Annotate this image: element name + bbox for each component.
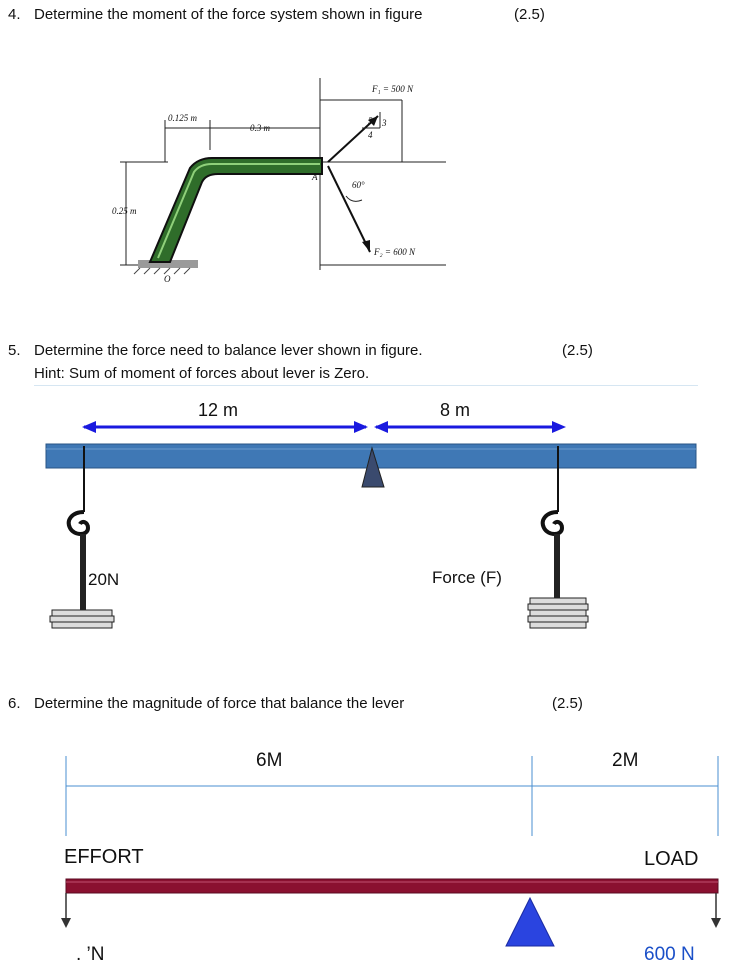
q5-question: Determine the force need to balance leve…: [34, 342, 423, 359]
q5-hint: Hint: Sum of moment of forces about leve…: [34, 365, 370, 382]
q4-f1-label: F₁ = 500 N: [372, 84, 413, 94]
q4-number: 4.: [8, 6, 21, 23]
q4-dim-03: 0.3 m: [250, 123, 270, 133]
q4-marks: (2.5): [514, 6, 545, 23]
q4-dim-025: 0.25 m: [112, 206, 137, 216]
q4-f2-label: F₂ = 600 N: [374, 247, 415, 257]
q4-ratio-5: 5: [368, 116, 373, 126]
q6-load-label: LOAD: [644, 848, 699, 870]
q5-left-distance: 12 m: [198, 400, 239, 420]
q4-ratio-4: 4: [368, 130, 373, 140]
q6-effort-label: EFFORT: [64, 846, 144, 868]
q5-left-weight: 20N: [88, 570, 120, 589]
q6-question: Determine the magnitude of force that ba…: [34, 695, 405, 712]
q4-point-a: A: [312, 172, 318, 182]
q5-number: 5.: [8, 342, 21, 359]
q4-dim-0125: 0.125 m: [168, 113, 197, 123]
q6-number: 6.: [8, 695, 21, 712]
q6-effort-force: . ’N: [76, 944, 105, 965]
q4-angle: 60°: [352, 180, 365, 190]
q4-question: Determine the moment of the force system…: [34, 6, 423, 23]
q5-right-weight: Force (F): [432, 568, 502, 587]
divider: [34, 385, 698, 386]
q6-figure: [65, 756, 719, 836]
q6-left-distance: 6M: [256, 750, 283, 771]
q6-right-distance: 2M: [612, 750, 639, 771]
q6-marks: (2.5): [552, 695, 583, 712]
q5-right-distance: 8 m: [440, 400, 471, 420]
q5-figure: [45, 421, 697, 629]
q4-point-o: O: [164, 274, 171, 284]
q6-load-force: 600 N: [644, 944, 695, 965]
q4-ratio-3: 3: [382, 118, 387, 128]
q5-marks: (2.5): [562, 342, 593, 359]
